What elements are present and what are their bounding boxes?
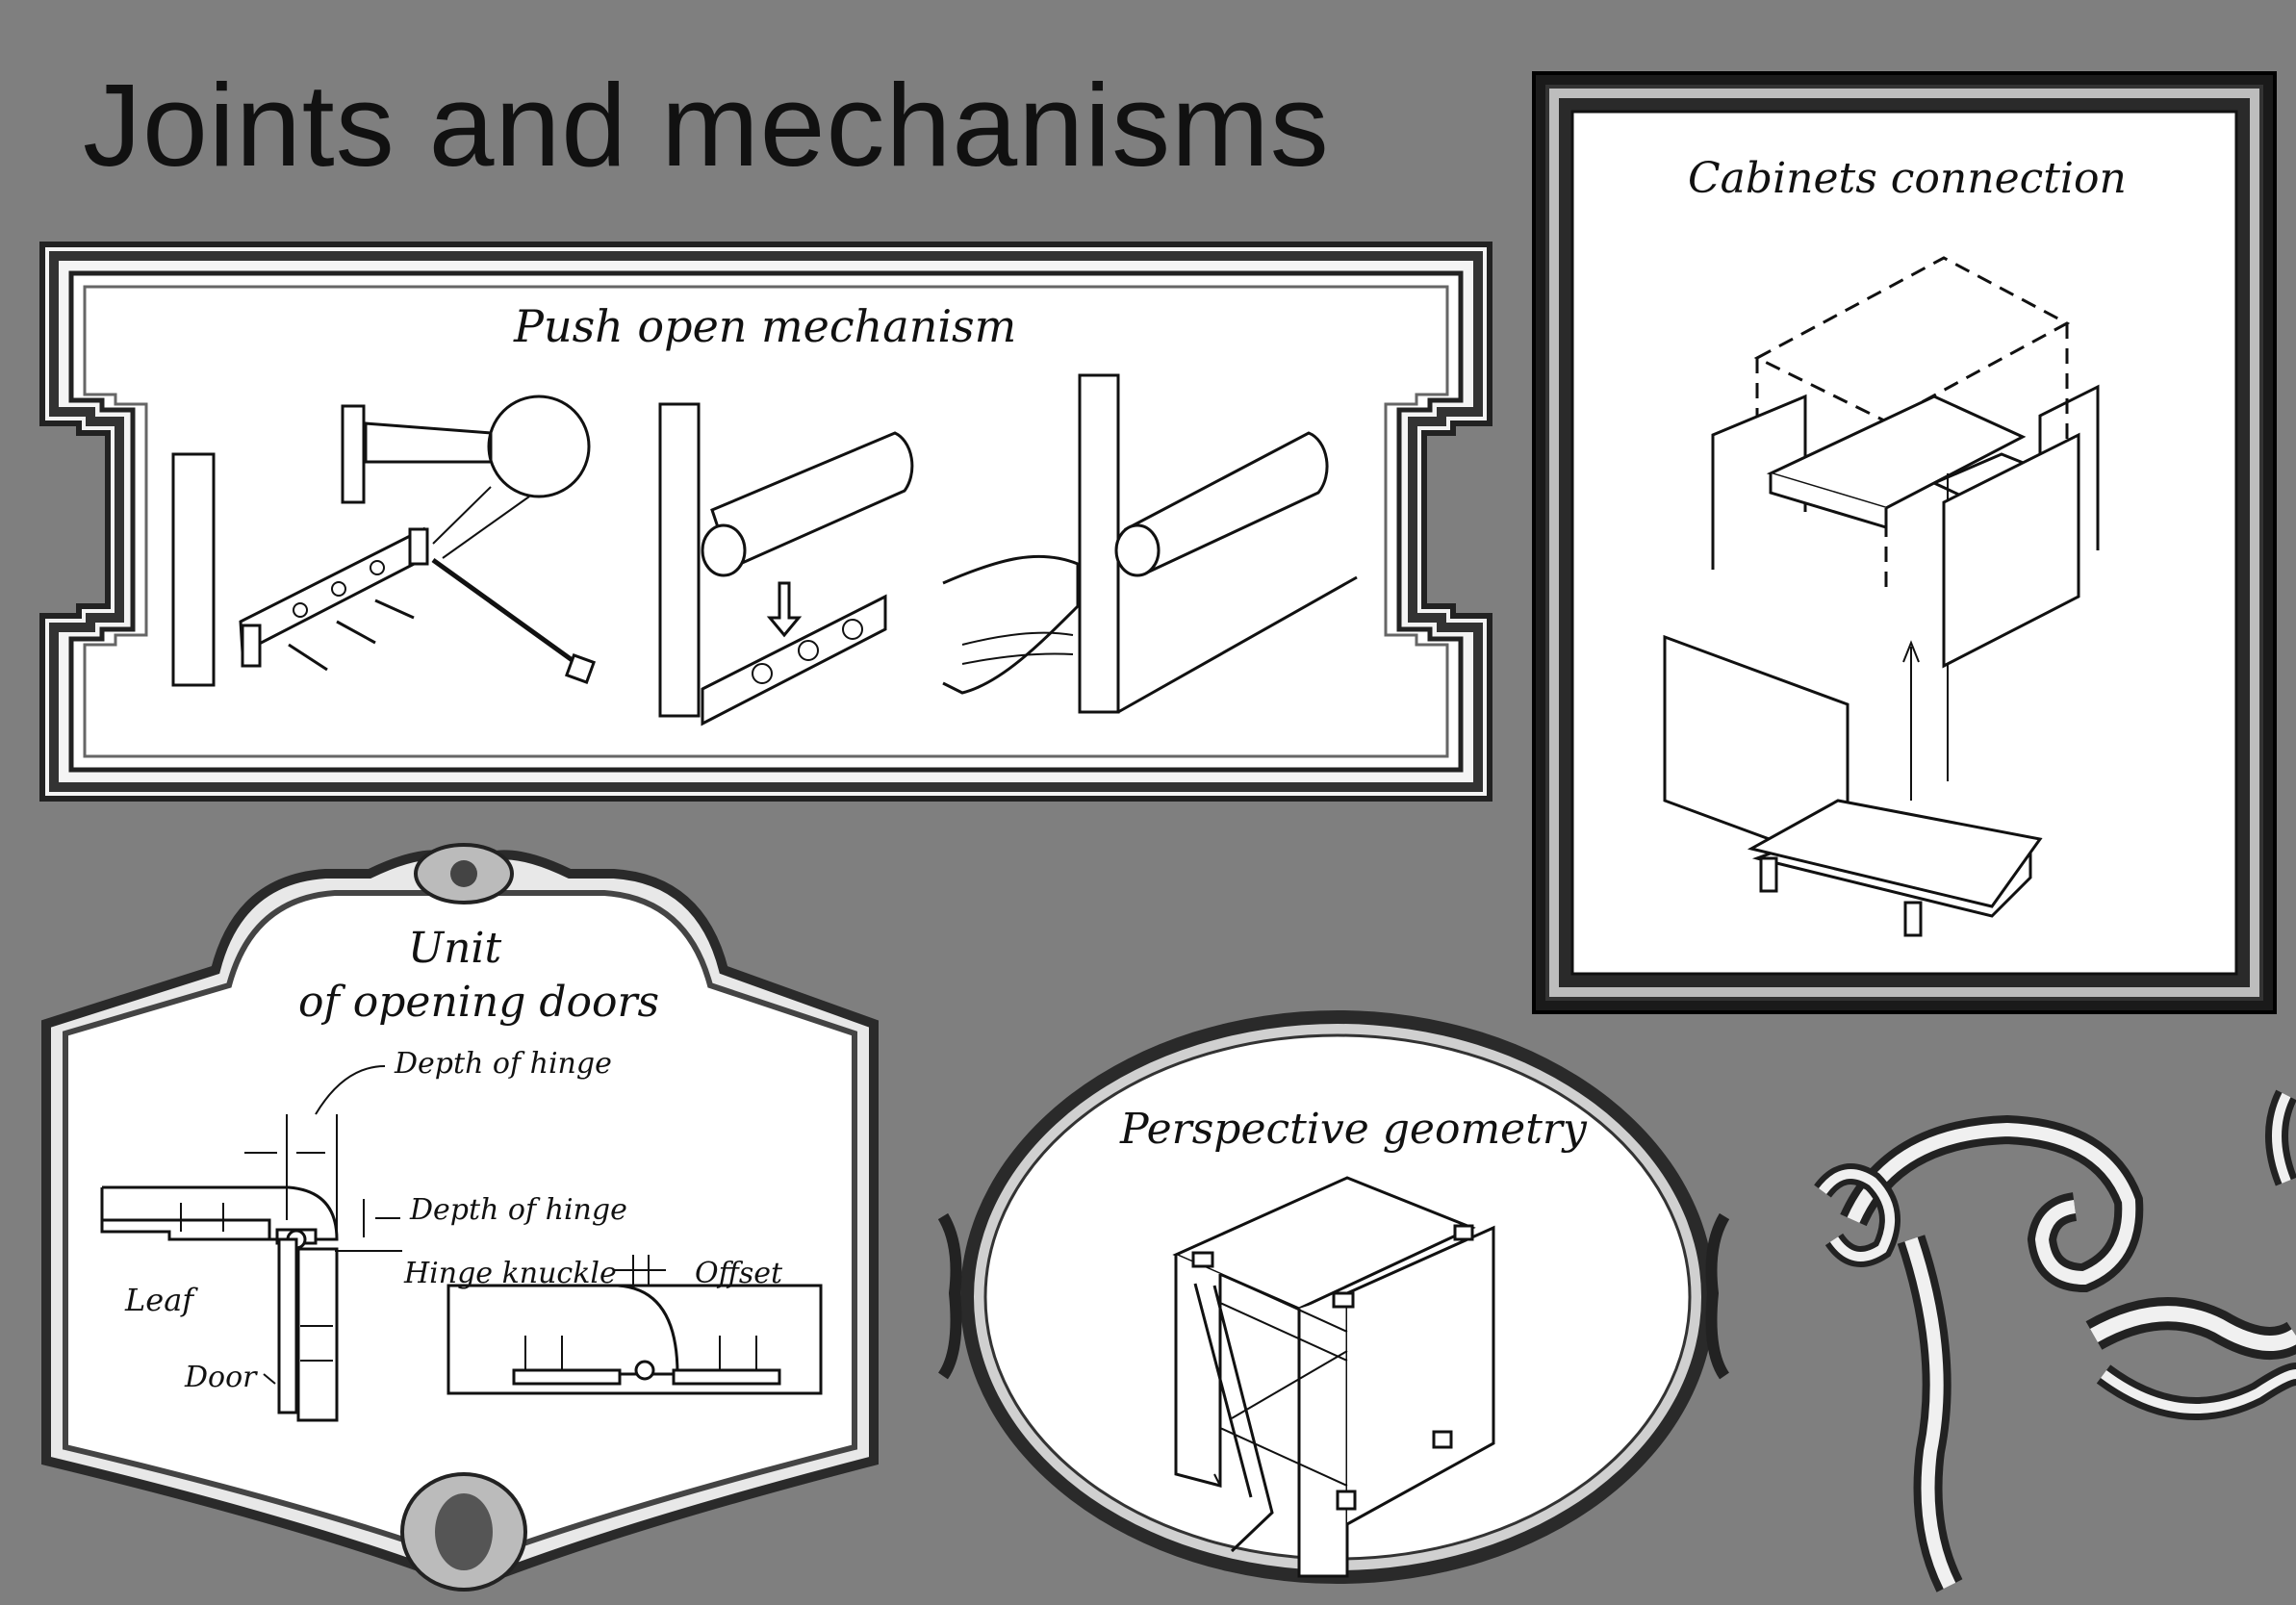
cabinets-frame (1532, 71, 2277, 1014)
opening-doors-title-line2: of opening doors (298, 978, 660, 1027)
decorative-scroll-ornament (1814, 1089, 2296, 1592)
opening-doors-frame (41, 843, 879, 1592)
label-hinge-knuckle: Hinge knuckle (404, 1257, 617, 1290)
label-depth-of-hinge-top: Depth of hinge (395, 1047, 612, 1081)
cabinets-connection-panel: Cabinets connection (1530, 69, 2279, 1016)
label-door: Door (185, 1361, 257, 1394)
perspective-title: Perspective geometry (1120, 1105, 1587, 1154)
label-depth-of-hinge-side: Depth of hinge (410, 1193, 627, 1227)
opening-doors-title-line1: Unit (408, 924, 502, 973)
opening-doors-panel: Unit of opening doors Depth of hinge Dep… (37, 835, 887, 1605)
page-title: Joints and mechanisms (83, 60, 1330, 191)
perspective-frame (937, 1010, 1730, 1584)
perspective-geometry-panel: Perspective geometry (937, 1005, 1730, 1605)
label-offset: Offset (695, 1257, 783, 1290)
label-leaf: Leaf (125, 1282, 194, 1318)
push-latch-illustration-1 (171, 373, 1358, 726)
cabinets-title: Cabinets connection (1688, 154, 2127, 203)
push-open-title: Push open mechanism (514, 300, 1017, 352)
push-open-panel: Push open mechanism (38, 241, 1493, 802)
